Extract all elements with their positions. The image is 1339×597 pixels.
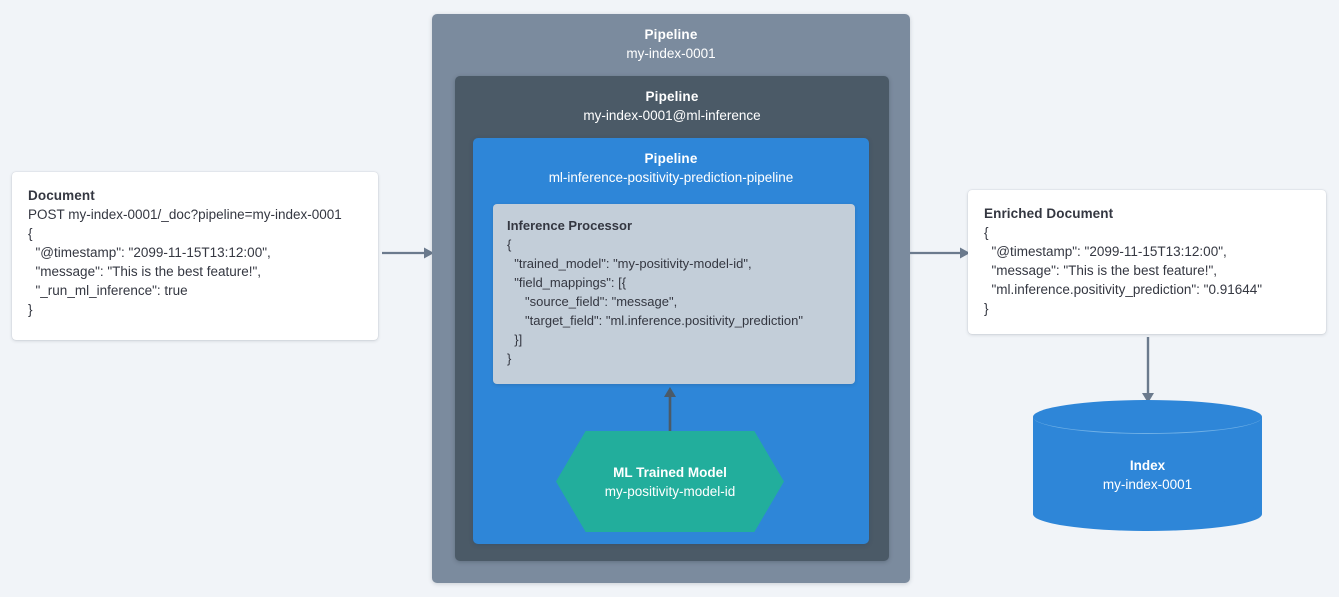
pipeline-outer-header: Pipeline my-index-0001 bbox=[432, 14, 910, 63]
enriched-document-title: Enriched Document bbox=[984, 206, 1114, 221]
ml-trained-model-hexagon: ML Trained Model my-positivity-model-id bbox=[556, 431, 784, 532]
pipeline-inner-name: ml-inference-positivity-prediction-pipel… bbox=[548, 170, 794, 185]
document-card-line-0: POST my-index-0001/_doc?pipeline=my-inde… bbox=[28, 207, 342, 222]
pipeline-outer-kind: Pipeline bbox=[644, 27, 698, 42]
inference-processor-line-0: { bbox=[507, 237, 512, 252]
pipeline-middle-name: my-index-0001@ml-inference bbox=[583, 108, 761, 123]
arrow-enriched-document-to-index-icon bbox=[1139, 337, 1157, 403]
arrow-pipeline-to-enriched-document-icon bbox=[910, 245, 970, 261]
enriched-document-line-3: "ml.inference.positivity_prediction": "0… bbox=[984, 282, 1263, 297]
index-cylinder-label: Index my-index-0001 bbox=[1033, 456, 1262, 494]
ml-trained-model-label: ML Trained Model my-positivity-model-id bbox=[556, 431, 784, 532]
index-kind: Index bbox=[1129, 458, 1166, 473]
ml-trained-model-shape bbox=[556, 431, 784, 532]
enriched-document-line-4: } bbox=[984, 301, 989, 316]
inference-processor-line-2: "field_mappings": [{ bbox=[507, 275, 627, 290]
index-cylinder: Index my-index-0001 bbox=[1033, 400, 1262, 531]
arrow-ml-model-to-inference-processor-icon bbox=[661, 387, 679, 435]
inference-processor-line-4: "target_field": "ml.inference.positivity… bbox=[507, 313, 803, 328]
index-name: my-index-0001 bbox=[1102, 477, 1193, 492]
document-card-line-3: "message": "This is the best feature!", bbox=[28, 264, 262, 279]
inference-processor-card: Inference Processor { "trained_model": "… bbox=[493, 204, 855, 384]
pipeline-outer-name: my-index-0001 bbox=[626, 46, 716, 61]
enriched-document-line-0: { bbox=[984, 225, 989, 240]
index-cylinder-bottom-ellipse bbox=[1033, 497, 1262, 531]
ml-trained-model-kind: ML Trained Model bbox=[613, 464, 727, 480]
enriched-document-line-2: "message": "This is the best feature!", bbox=[984, 263, 1218, 278]
document-card-line-1: { bbox=[28, 226, 33, 241]
inference-processor-line-3: "source_field": "message", bbox=[507, 294, 678, 309]
document-card-line-2: "@timestamp": "2099-11-15T13:12:00", bbox=[28, 245, 271, 260]
pipeline-middle-kind: Pipeline bbox=[645, 89, 699, 104]
document-card-line-5: } bbox=[28, 302, 33, 317]
inference-processor-line-1: "trained_model": "my-positivity-model-id… bbox=[507, 256, 752, 271]
document-card-title: Document bbox=[28, 188, 95, 203]
enriched-document-card: Enriched Document { "@timestamp": "2099-… bbox=[968, 190, 1326, 334]
enriched-document-line-1: "@timestamp": "2099-11-15T13:12:00", bbox=[984, 244, 1227, 259]
index-cylinder-top-ellipse bbox=[1033, 400, 1262, 434]
arrow-document-to-pipeline-icon bbox=[382, 245, 434, 261]
document-card: Document POST my-index-0001/_doc?pipelin… bbox=[12, 172, 378, 340]
pipeline-inner-kind: Pipeline bbox=[644, 151, 698, 166]
inference-processor-title: Inference Processor bbox=[507, 218, 633, 233]
document-card-line-4: "_run_ml_inference": true bbox=[28, 283, 188, 298]
pipeline-inner-header: Pipeline ml-inference-positivity-predict… bbox=[473, 138, 869, 187]
pipeline-middle-header: Pipeline my-index-0001@ml-inference bbox=[455, 76, 889, 125]
inference-processor-line-6: } bbox=[507, 351, 512, 366]
inference-processor-line-5: }] bbox=[507, 332, 523, 347]
ml-trained-model-name: my-positivity-model-id bbox=[604, 483, 736, 499]
